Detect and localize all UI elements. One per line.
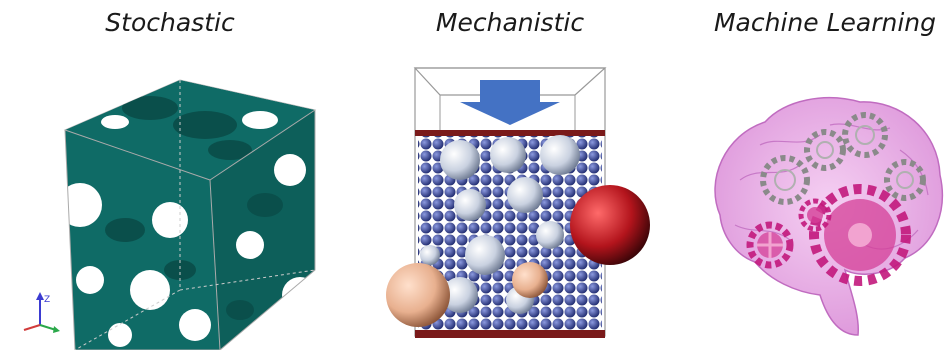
magenta-gears-icon xyxy=(746,184,911,286)
panel-stochastic: Stochastic xyxy=(20,0,320,350)
gray-gears-icon xyxy=(760,112,926,205)
peach-particle xyxy=(386,263,450,327)
container-top-plate xyxy=(415,130,605,136)
panel-title-stochastic: Stochastic xyxy=(105,8,235,37)
peach-particle xyxy=(512,262,548,298)
panel-mechanistic: Mechanistic xyxy=(360,0,660,350)
mechanistic-particle-illustration xyxy=(386,67,650,338)
compression-arrow-icon xyxy=(460,80,560,125)
panel-title-mechanistic: Mechanistic xyxy=(435,8,585,37)
axis-triad-icon xyxy=(23,292,60,333)
axis-z-label: Z xyxy=(44,295,50,305)
brain-gears-illustration xyxy=(714,97,944,336)
panel-machine-learning: Machine Learning xyxy=(700,0,950,350)
large-particles xyxy=(420,135,580,314)
red-particle xyxy=(570,185,650,265)
stochastic-cube-illustration: Z xyxy=(23,79,317,350)
panel-title-machine-learning: Machine Learning xyxy=(713,8,936,37)
container-base xyxy=(415,330,605,338)
